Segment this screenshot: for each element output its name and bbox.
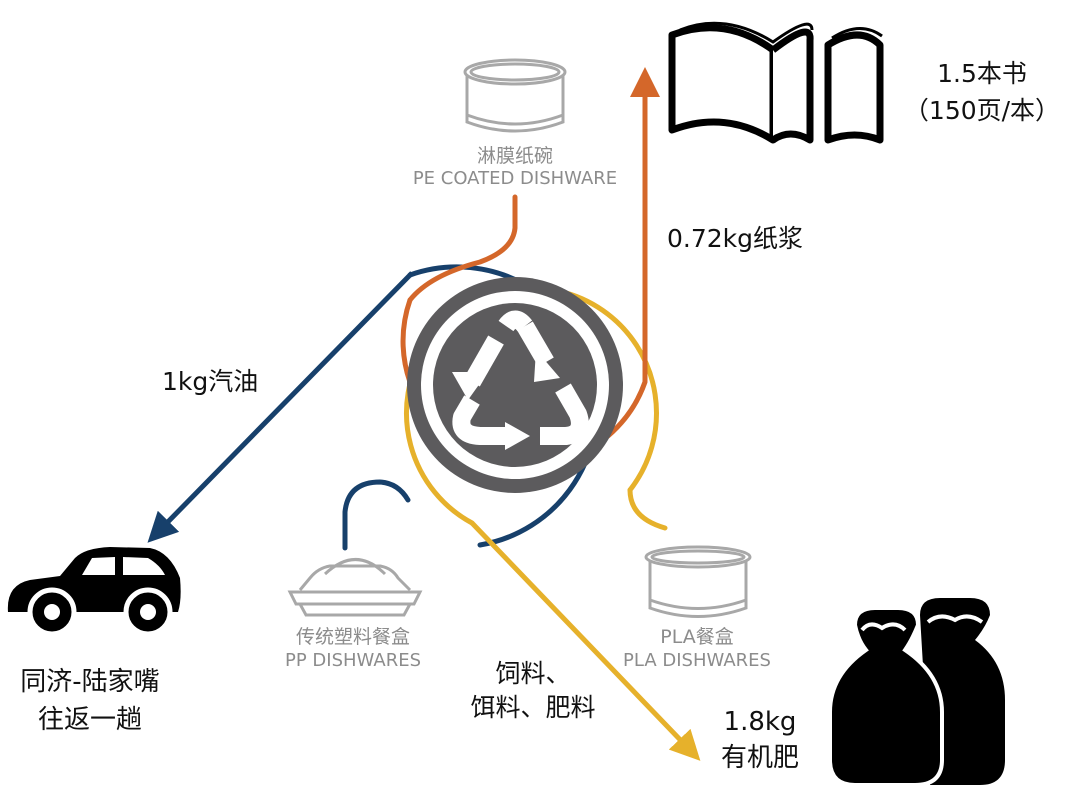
trip-label: 同济-陆家嘴 往返一趟 [20, 667, 159, 735]
trip-label-line1: 同济-陆家嘴 [20, 667, 159, 697]
open-book-icon [668, 21, 884, 144]
navy-arrow-to-car [147, 271, 414, 543]
gasoline-label: 1kg汽油 [162, 367, 258, 396]
fertilizer-label-line2: 有机肥 [721, 743, 799, 773]
gold-arrow-to-fertilizer [470, 521, 701, 761]
center-inner-disc [433, 303, 597, 467]
pp-container-icon [287, 558, 423, 617]
pe-dish-label-en: PE COATED DISHWARE [413, 168, 617, 189]
feed-label-line1: 饲料、 [495, 659, 570, 688]
pp-dish-label: 传统塑料餐盒 PP DISHWARES [285, 626, 421, 671]
pla-dish-label-en: PLA DISHWARES [623, 650, 771, 671]
pe-dish-label-zh: 淋膜纸碗 [477, 145, 553, 167]
navy-intake [342, 479, 411, 551]
pla-dish-label: PLA餐盒 PLA DISHWARES [623, 626, 771, 671]
fertilizer-label-line1: 1.8kg [724, 707, 797, 737]
fertilizer-label: 1.8kg 有机肥 [721, 707, 799, 773]
fertilizer-bags-icon [828, 598, 1005, 787]
pla-dish-label-zh: PLA餐盒 [660, 626, 733, 648]
gold-intake [627, 487, 668, 531]
books-label-line2: （150页/本） [904, 96, 1060, 125]
books-label: 1.5本书 （150页/本） [904, 59, 1060, 125]
pp-dish-label-zh: 传统塑料餐盒 [296, 626, 410, 648]
pe-bowl-icon [463, 58, 567, 133]
recycle-arrowheads [452, 350, 560, 450]
feed-label-line2: 饵料、肥料 [470, 693, 595, 722]
pulp-label: 0.72kg纸浆 [667, 224, 803, 253]
pp-dish-label-en: PP DISHWARES [285, 650, 421, 671]
car-icon [7, 547, 181, 637]
orange-intake [407, 194, 518, 303]
feed-label: 饲料、 饵料、肥料 [470, 659, 595, 722]
books-label-line1: 1.5本书 [937, 59, 1027, 88]
trip-label-line2: 往返一趟 [38, 705, 142, 735]
center-recycle-badge [407, 277, 623, 493]
pe-dish-label: 淋膜纸碗 PE COATED DISHWARE [413, 145, 617, 189]
pla-cup-icon [644, 545, 752, 618]
